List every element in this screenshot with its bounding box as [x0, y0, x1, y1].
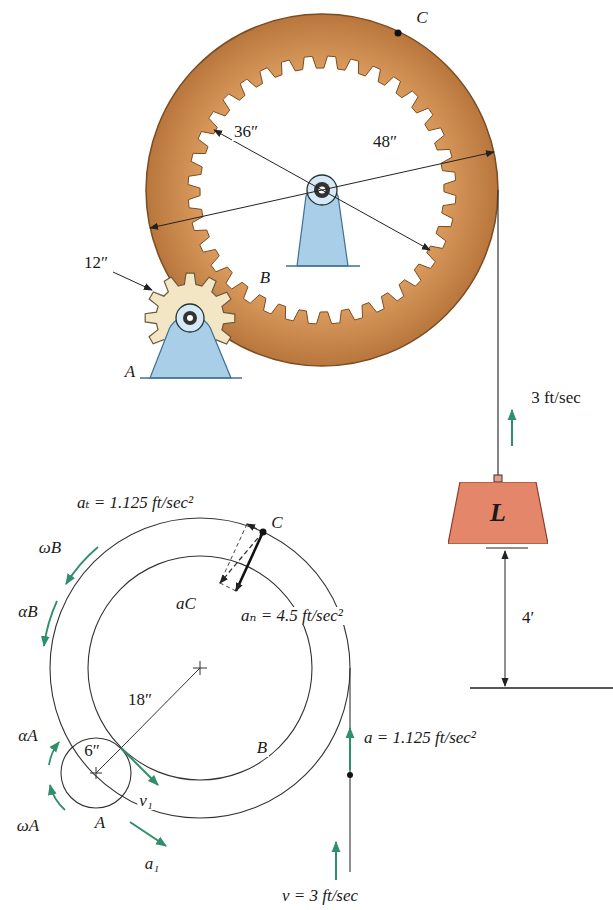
base-b [286, 265, 360, 267]
part-label: A [93, 814, 107, 832]
velocity-label: 3 ft/sec [529, 389, 583, 407]
dimension-label: 6″ [82, 742, 102, 760]
construction-line [220, 583, 236, 591]
part-label: B [258, 269, 272, 287]
acceleration-label: a₁ [143, 855, 161, 873]
total-acceleration-arrow [220, 532, 263, 583]
angular-velocity-label: ωA [15, 817, 41, 835]
part-label: B [255, 739, 269, 757]
angular-acceleration-label: αA [16, 727, 39, 745]
load-label: L [448, 482, 548, 528]
acceleration-arrow [349, 728, 351, 770]
angular-velocity-arrow [50, 785, 65, 810]
dimension-label: 48″ [371, 133, 399, 151]
normal-acceleration-arrow [236, 532, 263, 591]
point-c [260, 529, 267, 536]
ring-gear-b [146, 14, 498, 366]
hub-a [176, 304, 204, 332]
load-block: L [448, 482, 548, 544]
load-hook [494, 475, 502, 482]
acceleration-label: aC [174, 595, 198, 613]
dimension-line-48 [150, 152, 494, 228]
dimension-line-4 [505, 551, 506, 686]
dimension-label: 4′ [520, 609, 536, 627]
angular-velocity-arrow [66, 547, 98, 584]
axle-a [183, 311, 197, 325]
acceleration-label: aₜ = 1.125 ft/sec² [75, 494, 195, 512]
acceleration-arrow [130, 822, 166, 846]
dimension-label: 12″ [82, 254, 110, 272]
dimension-leader-12 [113, 272, 152, 290]
outer-circle-b [50, 518, 350, 818]
dimension-label: 18″ [126, 691, 154, 709]
cable [497, 190, 498, 477]
radius-line-b [121, 668, 200, 748]
point-c [395, 30, 402, 37]
cable [349, 668, 350, 872]
velocity-label: v = 3 ft/sec [280, 887, 360, 905]
angular-acceleration-arrow [49, 742, 59, 765]
acceleration-label: a = 1.125 ft/sec² [362, 729, 478, 747]
acceleration-label: aₙ = 4.5 ft/sec² [239, 607, 345, 625]
velocity-arrow [121, 748, 158, 785]
point-label: C [269, 514, 284, 532]
velocity-arrow [335, 842, 337, 880]
velocity-arrow [511, 410, 513, 446]
dimension-label: 36″ [232, 123, 260, 141]
extension-line [486, 548, 528, 549]
ground-line [470, 687, 613, 689]
pitch-circle-b [88, 556, 312, 780]
base-a [140, 377, 242, 379]
cable-point [347, 772, 353, 778]
axle-a-center [187, 315, 193, 321]
load-shape [448, 482, 548, 544]
angular-acceleration-arrow [44, 601, 57, 646]
velocity-label: v₁ [137, 792, 154, 810]
point-label: C [414, 9, 429, 27]
angular-velocity-label: ωB [37, 539, 63, 557]
angular-acceleration-label: αB [16, 603, 39, 621]
part-label: A [123, 363, 137, 381]
